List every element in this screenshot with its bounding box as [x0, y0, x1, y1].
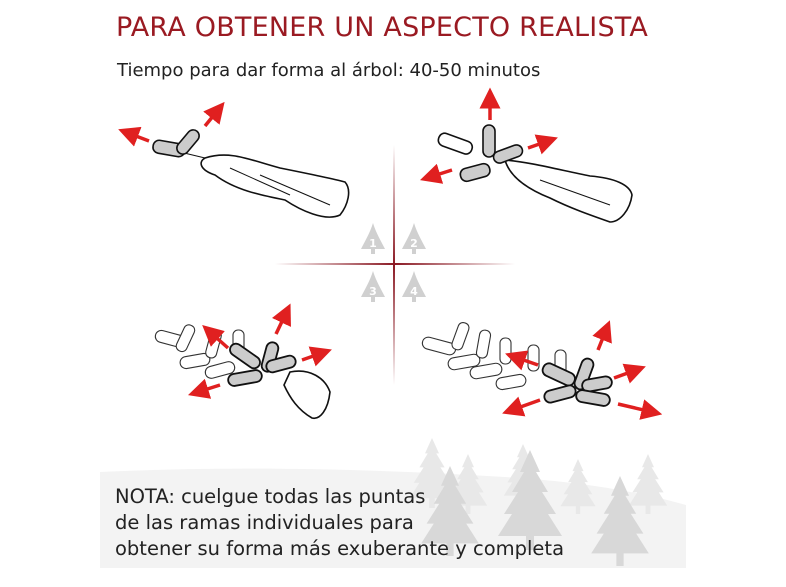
svg-text:3: 3: [369, 285, 377, 298]
page-title: PARA OBTENER UN ASPECTO REALISTA: [116, 12, 649, 43]
step-3-arrows: [187, 303, 332, 399]
step-4-arrows: [502, 320, 663, 420]
footer-background: [100, 438, 686, 568]
shaping-time-subtitle: Tiempo para dar forma al árbol: 40-50 mi…: [117, 60, 541, 81]
step-2-arrows: [419, 87, 558, 184]
svg-text:4: 4: [410, 285, 418, 298]
note-line-2: de las ramas individuales para: [115, 511, 414, 534]
branch-step-1: [152, 129, 350, 218]
note-line-3: obtener su forma más exuberante y comple…: [115, 537, 565, 560]
quadrant-tree-icons: 1 2 3 4: [361, 223, 426, 302]
quadrant-crosshair: [275, 145, 515, 385]
branch-step-3-active-tips: [227, 341, 297, 387]
step-1-arrows: [118, 101, 225, 147]
svg-text:2: 2: [410, 237, 418, 250]
tree-icon-3: 3: [361, 271, 385, 302]
tree-icon-1: 1: [361, 223, 385, 254]
note-line-1: NOTA: cuelgue todas las puntas: [115, 485, 426, 508]
footer-note: NOTA: cuelgue todas las puntas de las ra…: [115, 484, 564, 562]
svg-text:1: 1: [369, 237, 377, 250]
tree-icon-2: 2: [402, 223, 426, 254]
branch-step-3: [154, 324, 331, 419]
tree-icon-4: 4: [402, 271, 426, 302]
branch-step-2: [437, 124, 633, 223]
branch-step-4-active-tips: [541, 357, 613, 407]
branch-step-4: [421, 321, 567, 391]
